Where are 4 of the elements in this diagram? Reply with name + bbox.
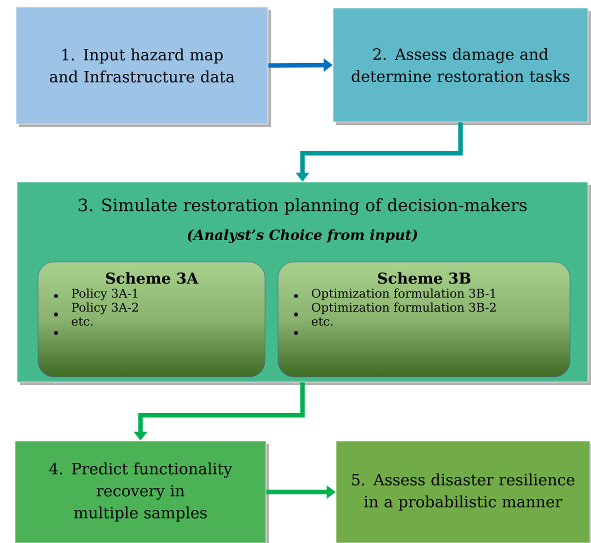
process-box: 5. Assess disaster resilience in a probabilistic manner <box>336 440 591 543</box>
process-box: 1. Input hazard map and Infrastructure data <box>16 6 271 127</box>
process-box: 4. Predict functionality recovery in multiple samples <box>14 440 269 543</box>
process-box: 2. Assess damage and determine restoration tasks <box>332 8 591 125</box>
